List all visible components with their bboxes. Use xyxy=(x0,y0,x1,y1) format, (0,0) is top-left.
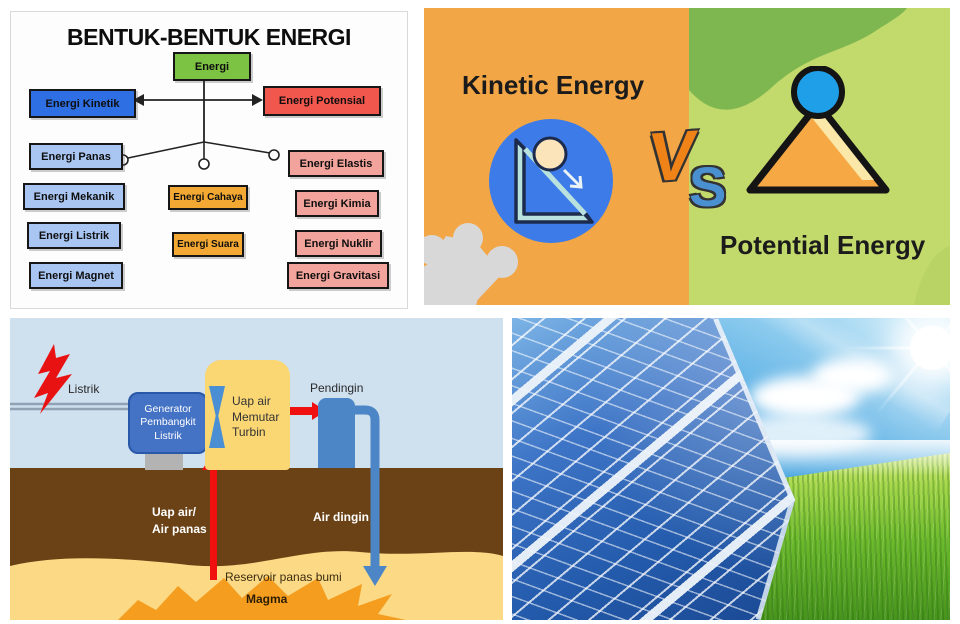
energi-nuklir-box: Energi Nuklir xyxy=(295,230,382,257)
geothermal-plant-diagram-image[interactable]: Listrik Generator Pembangkit Listrik Uap… xyxy=(10,318,503,620)
generator-pedestal xyxy=(145,450,183,470)
ball-on-incline-icon xyxy=(489,119,613,243)
energi-panas-box: Energi Panas xyxy=(29,143,123,170)
diagram-title: BENTUK-BENTUK ENERGI xyxy=(67,24,351,50)
hand-splat-icon xyxy=(424,223,518,305)
uap-air-panas-label: Uap air/ Air panas xyxy=(152,505,207,536)
generator-box: Generator Pembangkit Listrik xyxy=(128,392,208,454)
magma-label: Magma xyxy=(246,592,288,606)
vs-badge: V S xyxy=(645,115,759,226)
cloud xyxy=(812,358,892,394)
kinetic-vs-potential-image[interactable]: Kinetic Energy Potential Energy V S xyxy=(424,8,950,305)
energi-magnet-box: Energi Magnet xyxy=(29,262,123,289)
ball-on-mountain-icon xyxy=(746,66,890,194)
air-dingin-label: Air dingin xyxy=(313,510,369,524)
listrik-label: Listrik xyxy=(68,382,100,396)
energi-gravitasi-box: Energi Gravitasi xyxy=(287,262,389,289)
solar-panels-photo[interactable] xyxy=(512,318,950,620)
pendingin-label: Pendingin xyxy=(310,381,364,395)
energi-listrik-box: Energi Listrik xyxy=(27,222,121,249)
energi-elastis-box: Energi Elastis xyxy=(288,150,384,177)
reservoir-label: Reservoir panas bumi xyxy=(225,570,342,584)
turbine-house xyxy=(205,360,290,470)
energi-kinetik-box: Energi Kinetik xyxy=(29,89,136,118)
potential-energy-label: Potential Energy xyxy=(720,230,926,260)
turbine-label: Uap air Memutar Turbin xyxy=(232,394,280,440)
cooling-tank xyxy=(318,398,355,468)
energi-potensial-box: Energi Potensial xyxy=(263,86,381,116)
lightning-icon xyxy=(34,344,72,414)
green-wave-shape xyxy=(689,8,950,305)
energi-kimia-box: Energi Kimia xyxy=(295,190,379,217)
turbine-icon xyxy=(209,386,225,448)
forms-of-energy-diagram-image[interactable]: BENTUK-BENTUK ENERGI Energi Energi Kinet… xyxy=(10,11,408,309)
magma-shape xyxy=(118,576,406,620)
kinetic-energy-label: Kinetic Energy xyxy=(462,70,645,100)
energi-suara-box: Energi Suara xyxy=(172,232,244,257)
energi-cahaya-box: Energi Cahaya xyxy=(168,185,248,210)
geothermal-scene xyxy=(10,344,503,620)
energi-root-box: Energi xyxy=(173,52,251,81)
energi-mekanik-box: Energi Mekanik xyxy=(23,183,125,210)
vs-letter-s: S xyxy=(689,155,727,218)
